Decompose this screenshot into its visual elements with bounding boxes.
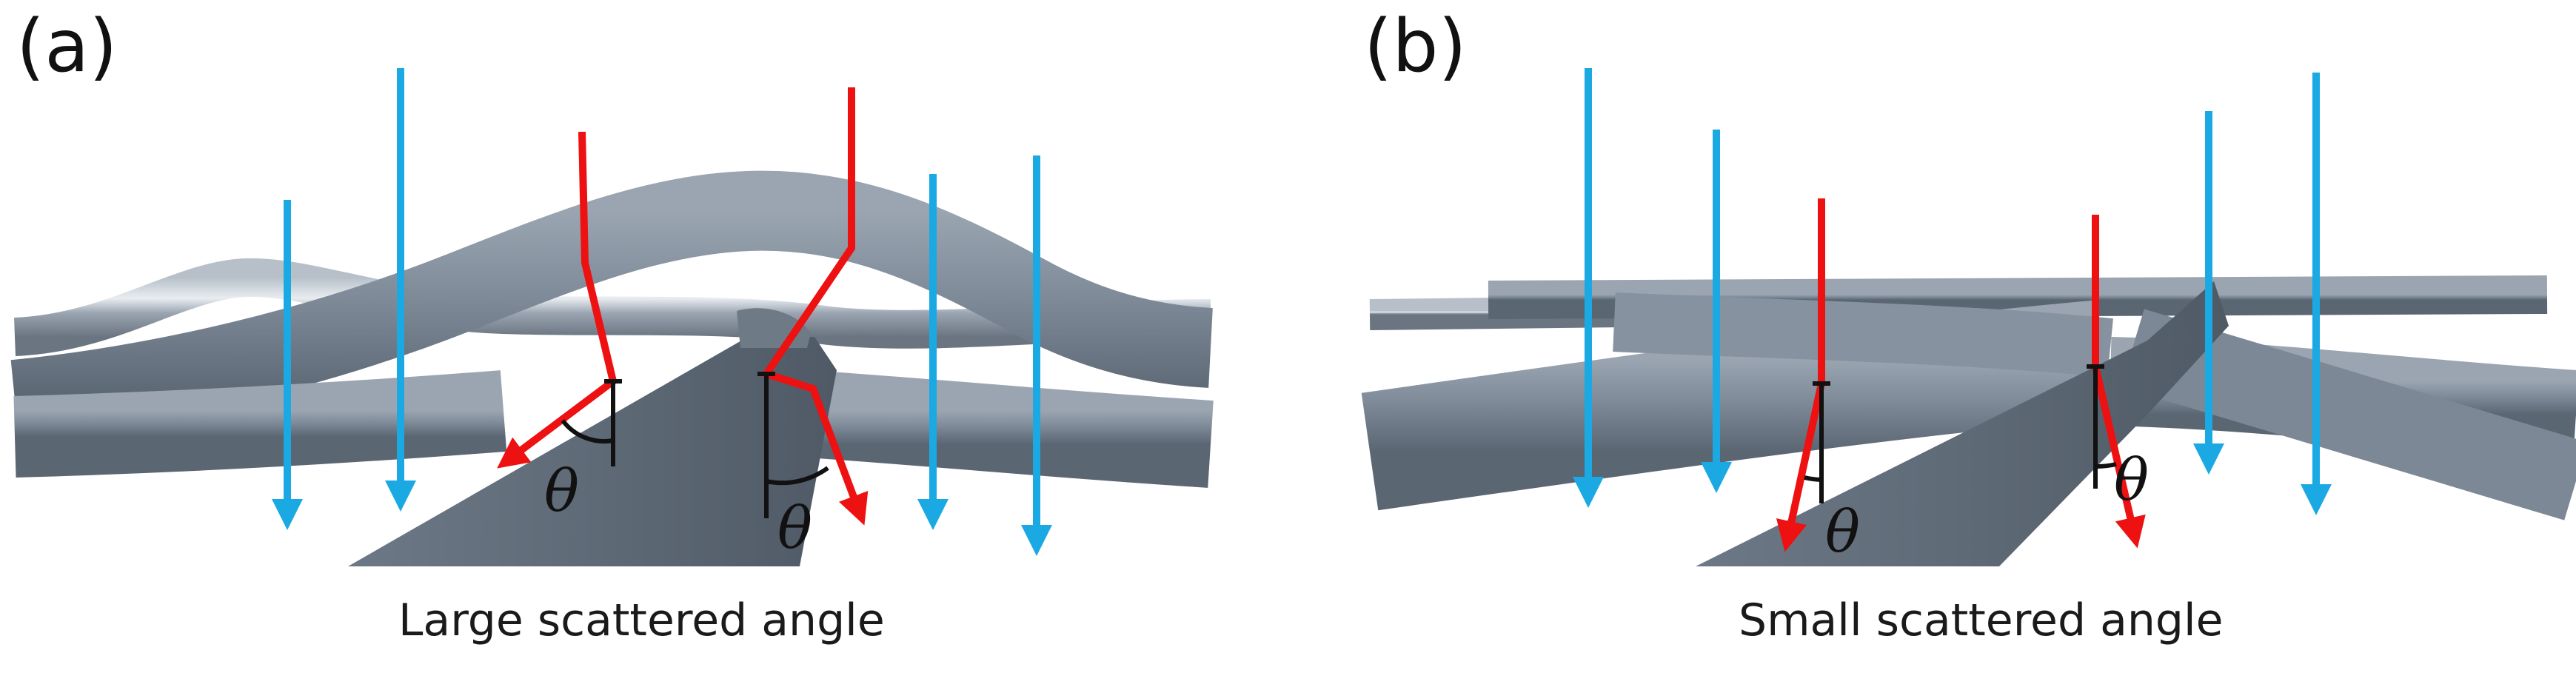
theta-label-a1: θ — [544, 458, 579, 525]
panel-b-label: (b) — [1364, 4, 1467, 89]
panel-a-incident-rays — [272, 68, 1052, 556]
panel-a-caption: Large scattered angle — [398, 595, 885, 646]
panel-b-fibers — [1361, 275, 2576, 566]
theta-label-a2: θ — [777, 495, 812, 562]
scattered-ray-a1 — [497, 131, 618, 469]
panel-a-label: (a) — [16, 4, 118, 89]
panel-b-angle-markers — [1804, 364, 2117, 503]
panel-b-incident-rays — [1573, 68, 2332, 515]
panel-b-caption: Small scattered angle — [1739, 595, 2224, 646]
theta-label-b2: θ — [2114, 447, 2149, 514]
panel-a-angle-markers — [561, 372, 829, 518]
panel-a-fibers — [10, 170, 1214, 566]
theta-label-b1: θ — [1825, 499, 1860, 566]
